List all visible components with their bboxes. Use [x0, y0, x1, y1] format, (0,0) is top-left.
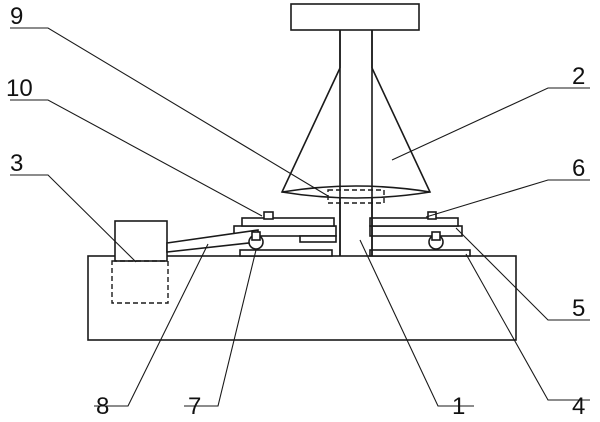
left-slide-ledge — [299, 235, 337, 243]
motor-hidden-outline — [111, 260, 169, 304]
label-7: 7 — [188, 393, 201, 420]
leader-7 — [184, 249, 257, 407]
label-3: 3 — [10, 150, 23, 177]
left-clamp — [263, 211, 274, 220]
leader-6 — [425, 179, 590, 218]
label-1: 1 — [452, 393, 465, 420]
label-4: 4 — [572, 393, 585, 420]
label-6: 6 — [572, 155, 585, 182]
right-slide-plate — [369, 225, 463, 237]
sensor-hidden — [327, 189, 385, 204]
label-10: 10 — [6, 75, 33, 102]
cone-base-arc — [281, 185, 431, 193]
leader-2 — [391, 87, 590, 161]
left-roller — [248, 231, 264, 250]
left-top-plate — [241, 217, 335, 227]
leader-9 — [10, 27, 329, 197]
leader-10 — [10, 99, 263, 217]
leader-1 — [359, 239, 474, 407]
label-9: 9 — [10, 3, 23, 30]
label-5: 5 — [572, 295, 585, 322]
label-8: 8 — [96, 393, 109, 420]
leader-8 — [94, 243, 209, 407]
base-block — [87, 255, 517, 341]
push-rod — [166, 229, 259, 253]
right-rail-plate — [369, 249, 471, 257]
leader-4 — [465, 253, 590, 401]
right-top-plate — [369, 217, 459, 227]
leader-3 — [10, 174, 137, 263]
label-2: 2 — [572, 63, 585, 90]
leader-5 — [455, 227, 590, 321]
column-top-cap — [290, 3, 420, 31]
right-roller — [428, 231, 444, 250]
motor-box — [114, 220, 168, 262]
left-rail-plate — [239, 249, 333, 257]
cone-body — [280, 67, 432, 199]
